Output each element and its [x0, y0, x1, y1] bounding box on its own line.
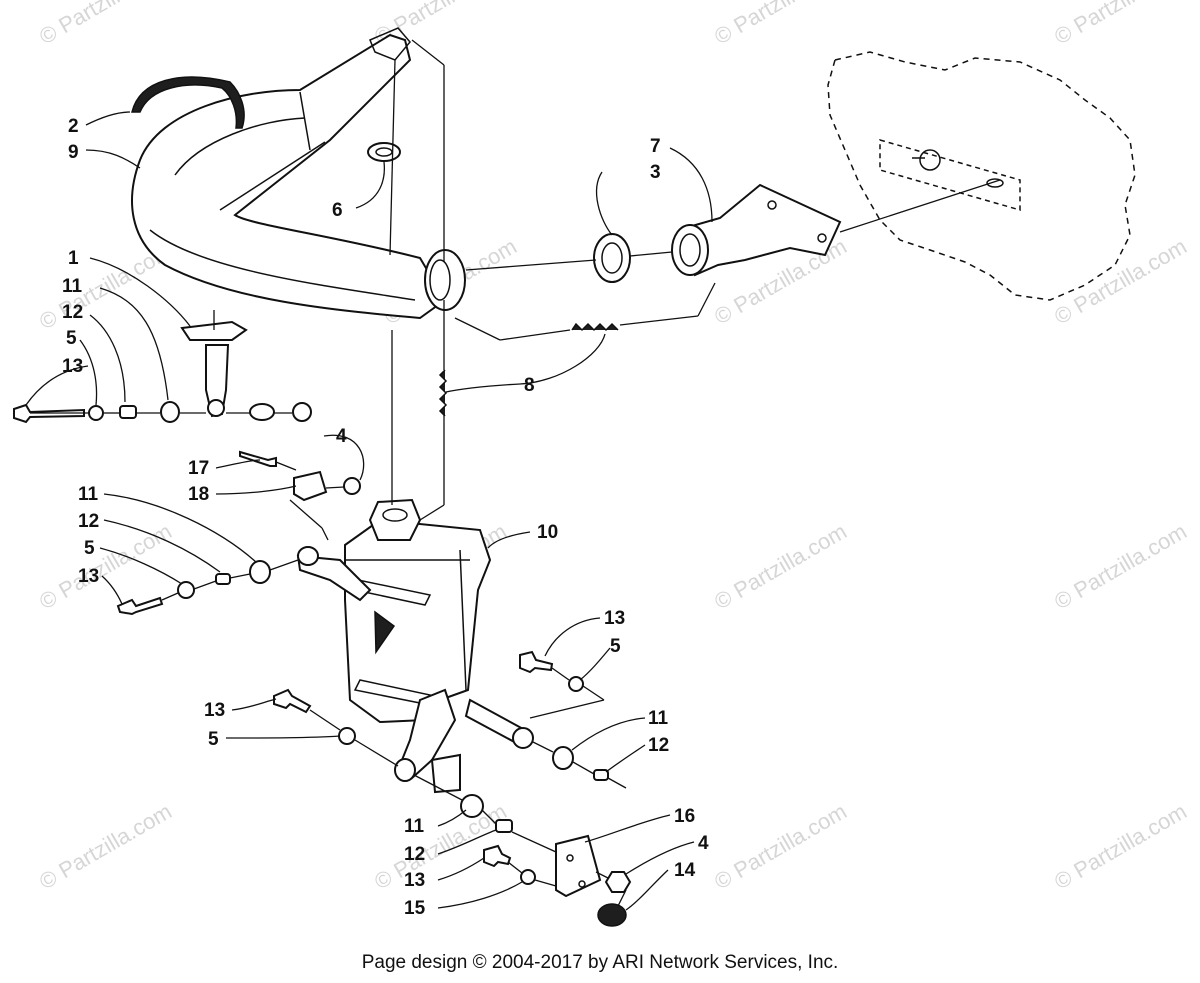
callout-12: 12 — [404, 844, 425, 865]
left-mount-hardware — [116, 560, 271, 616]
callout-4: 4 — [698, 833, 709, 854]
watermark-text: © Partzilla.com — [710, 799, 851, 895]
callout-2: 2 — [68, 116, 79, 137]
exhaust-manifold — [671, 183, 842, 277]
callout-9: 9 — [68, 142, 79, 163]
callout-4: 4 — [336, 426, 347, 447]
page-footer-copyright: Page design © 2004-2017 by ARI Network S… — [361, 952, 839, 973]
callout-labels: 2 9 6 7 3 1 11 12 5 13 8 4 17 18 10 11 1… — [62, 116, 709, 919]
callout-8: 8 — [524, 375, 535, 396]
right-mount-hardware — [519, 650, 609, 781]
expansion-chamber-pipe — [131, 27, 466, 320]
callout-11: 11 — [78, 484, 99, 505]
seal-ring — [593, 233, 631, 283]
callout-5: 5 — [208, 729, 219, 750]
callout-12: 12 — [62, 302, 83, 323]
callout-5: 5 — [66, 328, 77, 349]
callout-13: 13 — [78, 566, 99, 587]
watermark-text: © Partzilla.com — [710, 0, 851, 49]
watermark-text: © Partzilla.com — [710, 519, 851, 615]
spring-clip — [131, 76, 245, 129]
callout-13: 13 — [62, 356, 83, 377]
clamp-hardware-mid — [239, 450, 361, 502]
bottom-mount-hardware — [273, 688, 632, 927]
watermark-text: © Partzilla.com — [370, 799, 511, 895]
callout-17: 17 — [188, 458, 209, 479]
callout-7: 7 — [650, 136, 661, 157]
grommet — [367, 142, 401, 162]
callout-5: 5 — [84, 538, 95, 559]
callout-11: 11 — [62, 276, 83, 297]
callout-16: 16 — [674, 806, 695, 827]
silencer-muffler — [296, 498, 534, 794]
callout-1: 1 — [68, 248, 79, 269]
callout-3: 3 — [650, 162, 661, 183]
callout-11: 11 — [404, 816, 425, 837]
callout-10: 10 — [537, 522, 558, 543]
callout-11: 11 — [648, 708, 669, 729]
callout-12: 12 — [78, 511, 99, 532]
springs — [438, 322, 619, 417]
callout-15: 15 — [404, 898, 426, 919]
watermark-text: © Partzilla.com — [1050, 799, 1191, 895]
leader-lines — [25, 39, 716, 911]
watermark-text: © Partzilla.com — [1050, 519, 1191, 615]
callout-13: 13 — [204, 700, 225, 721]
callout-12: 12 — [648, 735, 669, 756]
watermark-text: © Partzilla.com — [35, 799, 176, 895]
watermark-text: © Partzilla.com — [35, 0, 176, 49]
watermark-text: © Partzilla.com — [1050, 234, 1191, 330]
bracket-assembly-top — [13, 320, 312, 424]
watermark-text: © Partzilla.com — [1050, 0, 1191, 49]
callout-14: 14 — [674, 860, 696, 881]
callout-13: 13 — [404, 870, 425, 891]
callout-5: 5 — [610, 636, 621, 657]
callout-13: 13 — [604, 608, 625, 629]
callout-6: 6 — [332, 200, 343, 221]
callout-18: 18 — [188, 484, 209, 505]
engine-outline — [827, 51, 1136, 301]
